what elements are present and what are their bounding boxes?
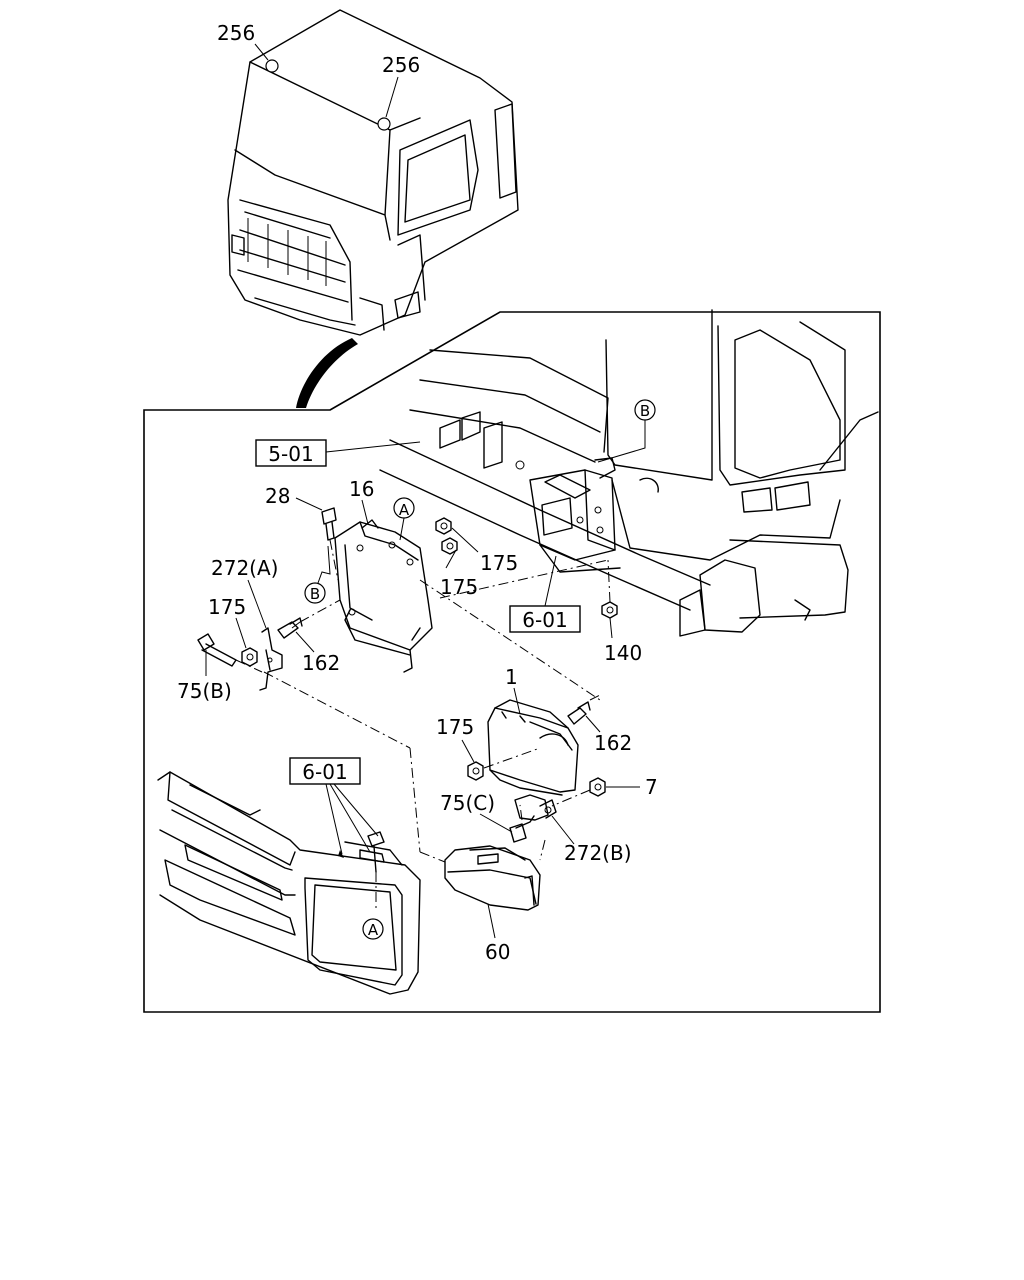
callout-140: 140 bbox=[604, 641, 642, 665]
marker-b-upper-label: B bbox=[640, 402, 650, 420]
headlamp-bracket bbox=[334, 519, 433, 673]
callout-75c: 75(C) bbox=[440, 791, 495, 815]
callout-1: 1 bbox=[505, 665, 518, 689]
ref-box-5-01 bbox=[255, 439, 327, 467]
nut-140 bbox=[601, 601, 618, 619]
ref-6-01-lower-label: 6-01 bbox=[302, 760, 347, 784]
marker-a-lower bbox=[362, 918, 384, 940]
callout-272b: 272(B) bbox=[564, 841, 632, 865]
marker-a-upper-label: A bbox=[399, 501, 410, 519]
marker-b-lower bbox=[304, 582, 326, 604]
corner-lamp-1 bbox=[487, 699, 579, 796]
callout-16: 16 bbox=[349, 477, 374, 501]
callout-256-roof-right: 256 bbox=[382, 53, 420, 77]
bolt-75c bbox=[509, 815, 535, 843]
nut-175-middle bbox=[441, 537, 458, 555]
callout-7: 7 bbox=[645, 775, 658, 799]
truck-cab bbox=[227, 9, 519, 336]
detail-arrow bbox=[296, 338, 358, 408]
roof-marker-light-left bbox=[265, 59, 279, 73]
callout-162-right: 162 bbox=[594, 731, 632, 755]
bracket-272b bbox=[514, 794, 557, 821]
detail-frame bbox=[143, 311, 881, 1013]
marker-b-lower-label: B bbox=[310, 585, 320, 603]
callout-175-middle: 175 bbox=[440, 575, 478, 599]
callout-175-upper: 175 bbox=[480, 551, 518, 575]
callout-256-roof-left: 256 bbox=[217, 21, 255, 45]
nut-7 bbox=[589, 777, 606, 797]
callout-162-left: 162 bbox=[302, 651, 340, 675]
bolt-75b bbox=[197, 633, 237, 667]
ref-box-6-01-upper bbox=[509, 605, 581, 633]
callout-272a: 272(A) bbox=[211, 556, 278, 580]
front-bumper bbox=[157, 771, 421, 995]
bracket-272a bbox=[259, 627, 283, 691]
callout-175-left: 175 bbox=[208, 595, 246, 619]
ref-box-6-01-lower bbox=[289, 757, 361, 785]
callout-60: 60 bbox=[485, 940, 510, 964]
callout-75b: 75(B) bbox=[177, 679, 232, 703]
nut-175-upper bbox=[435, 517, 452, 535]
roof-marker-light-right bbox=[377, 117, 391, 131]
nut-175-lower bbox=[467, 761, 484, 781]
side-lamp-60 bbox=[444, 845, 541, 911]
stud-162-right bbox=[567, 701, 591, 725]
stud-162-left bbox=[277, 617, 303, 639]
marker-a-lower-label: A bbox=[368, 921, 379, 939]
ref-6-01-upper-label: 6-01 bbox=[522, 608, 567, 632]
callout-175-lower: 175 bbox=[436, 715, 474, 739]
bolt-28 bbox=[321, 507, 337, 541]
nut-175-left bbox=[241, 647, 258, 667]
callout-28: 28 bbox=[265, 484, 290, 508]
ref-5-01-label: 5-01 bbox=[268, 442, 313, 466]
frame-bracket bbox=[529, 457, 621, 573]
